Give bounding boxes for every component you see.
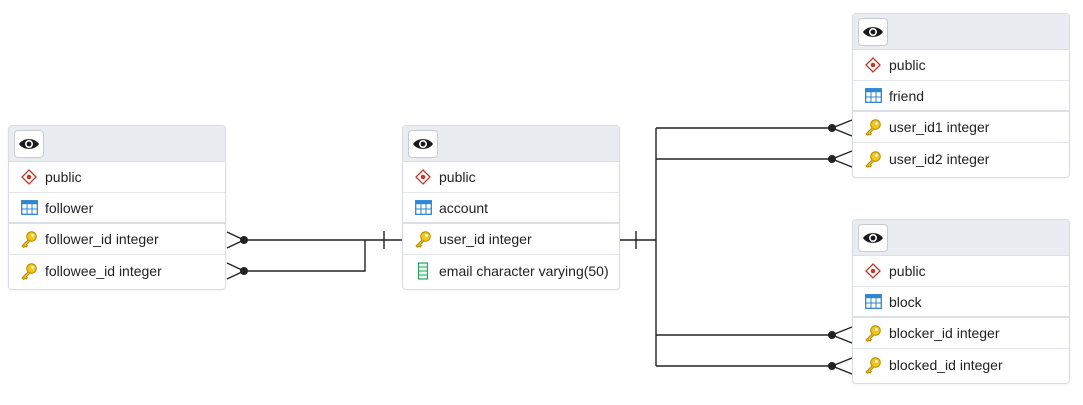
column-label: blocked_id integer xyxy=(889,356,1003,373)
key-icon xyxy=(414,230,432,248)
schema-label: public xyxy=(45,169,82,185)
eye-icon xyxy=(863,26,883,37)
column-row[interactable]: user_id integer xyxy=(403,224,619,255)
view-toggle-button[interactable] xyxy=(408,129,438,158)
eye-icon xyxy=(19,138,39,149)
column-label: followee_id integer xyxy=(45,262,162,279)
schema-label: public xyxy=(889,263,926,279)
column-row[interactable]: email character varying(50) xyxy=(403,255,619,286)
node-header xyxy=(853,14,1069,50)
key-icon xyxy=(20,262,38,280)
schema-row: public xyxy=(853,50,1069,81)
key-icon xyxy=(864,150,882,168)
node-header xyxy=(853,220,1069,256)
table-node-account[interactable]: public account user_id integer email cha… xyxy=(402,125,620,290)
schema-label: public xyxy=(889,57,926,73)
view-toggle-button[interactable] xyxy=(14,129,44,158)
edge-follower-account xyxy=(226,231,403,280)
column-row[interactable]: user_id2 integer xyxy=(853,143,1069,174)
column-label: user_id1 integer xyxy=(889,119,990,135)
column-label: user_id2 integer xyxy=(889,150,990,167)
schema-row: public xyxy=(403,162,619,193)
schema-label: public xyxy=(439,169,476,185)
table-name-row: friend xyxy=(853,81,1069,112)
table-node-follower[interactable]: public follower follower_id integer foll… xyxy=(8,125,226,290)
schema-diamond-icon xyxy=(864,262,882,280)
column-row[interactable]: blocked_id integer xyxy=(853,349,1069,380)
column-row[interactable]: blocker_id integer xyxy=(853,318,1069,349)
column-label: blocker_id integer xyxy=(889,325,1000,341)
edge-dot xyxy=(828,155,836,163)
table-name-row: account xyxy=(403,193,619,224)
table-name-label: friend xyxy=(889,87,925,104)
eye-icon xyxy=(413,138,433,149)
schema-diamond-icon xyxy=(414,168,432,186)
table-name-label: account xyxy=(439,199,489,216)
view-toggle-button[interactable] xyxy=(858,17,888,46)
edge-dot xyxy=(828,362,836,370)
node-header xyxy=(9,126,225,162)
table-grid-icon xyxy=(414,199,432,217)
node-header xyxy=(403,126,619,162)
column-row[interactable]: followee_id integer xyxy=(9,255,225,286)
edge-dot xyxy=(828,331,836,339)
table-name-row: block xyxy=(853,287,1069,318)
table-grid-icon xyxy=(864,293,882,311)
edge-account-friend-block xyxy=(620,119,853,375)
eye-icon xyxy=(863,232,883,243)
column-row[interactable]: user_id1 integer xyxy=(853,112,1069,143)
schema-diamond-icon xyxy=(864,56,882,74)
key-icon xyxy=(20,230,38,248)
edge-dot xyxy=(828,124,836,132)
key-icon xyxy=(864,324,882,342)
schema-row: public xyxy=(853,256,1069,287)
schema-row: public xyxy=(9,162,225,193)
key-icon xyxy=(864,356,882,374)
column-label: follower_id integer xyxy=(45,231,159,247)
table-grid-icon xyxy=(20,199,38,217)
column-label: user_id integer xyxy=(439,231,532,247)
edge-dot xyxy=(240,236,248,244)
edge-dot xyxy=(240,267,248,275)
table-node-block[interactable]: public block blocker_id integer blocked_… xyxy=(852,219,1070,384)
table-node-friend[interactable]: public friend user_id1 integer user_id2 … xyxy=(852,13,1070,178)
column-icon xyxy=(414,261,432,280)
column-row[interactable]: follower_id integer xyxy=(9,224,225,255)
key-icon xyxy=(864,118,882,136)
column-label: email character varying(50) xyxy=(439,262,609,279)
table-name-label: follower xyxy=(45,199,94,216)
table-name-row: follower xyxy=(9,193,225,224)
table-grid-icon xyxy=(864,87,882,105)
schema-diamond-icon xyxy=(20,168,38,186)
view-toggle-button[interactable] xyxy=(858,223,888,252)
table-name-label: block xyxy=(889,293,922,310)
